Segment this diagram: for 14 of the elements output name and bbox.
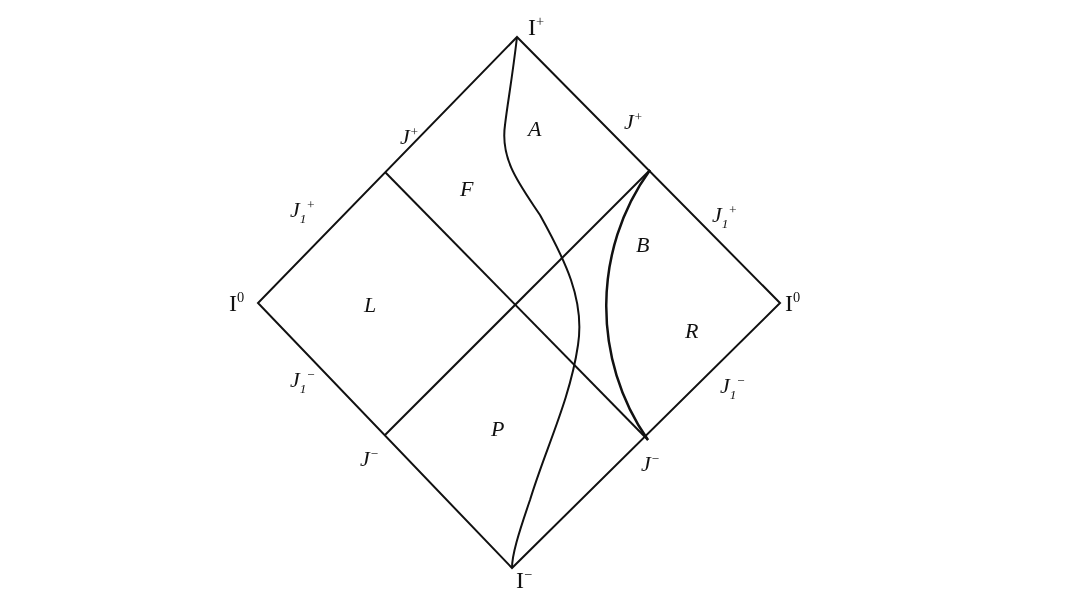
infinity-label: I$^{+}$ — [528, 14, 545, 39]
infinity-label: I$^{0}$ — [785, 290, 801, 315]
region-label: B — [636, 234, 650, 256]
region-label: R — [685, 320, 699, 342]
region-label: L — [364, 294, 377, 316]
boundary-label: J$^{+}$ — [624, 110, 643, 134]
region-label: A — [528, 118, 542, 140]
boundary-label: J$^{−}$ — [641, 452, 660, 476]
region-label: F — [460, 178, 474, 200]
infinity-label: I$^{−}$ — [516, 567, 533, 592]
boundary-label: J$^{−}$ — [360, 447, 379, 471]
region-label: P — [491, 418, 505, 440]
boundary-label: J$^{+}$ — [400, 125, 419, 149]
infinity-label: I$^{0}$ — [229, 290, 245, 315]
